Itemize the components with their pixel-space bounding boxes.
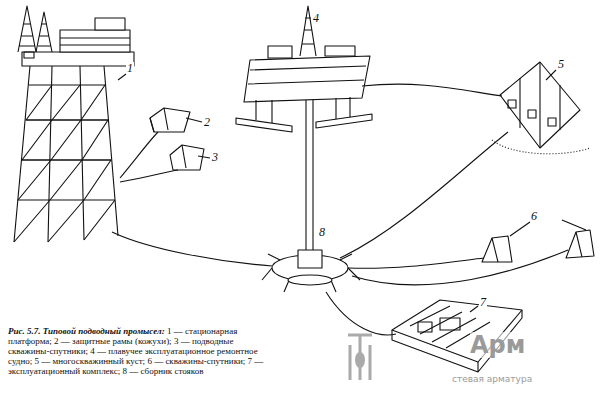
callout-number: 6 xyxy=(530,210,538,222)
key-item: 2 — защитные рамы (кожухи); xyxy=(54,336,172,346)
pipelines xyxy=(112,84,568,335)
leader-lines xyxy=(118,70,556,312)
callout-number: 7 xyxy=(479,296,487,308)
floating-vessel xyxy=(236,6,372,252)
caption-block: Рис. 5.7. Типовой подводный промысел: 1 … xyxy=(8,326,276,376)
callout-number: 1 xyxy=(126,62,134,74)
key-item: 6 — скважины-спутники; xyxy=(147,356,245,366)
callout-number: 2 xyxy=(203,116,211,128)
riser-manifold xyxy=(262,250,360,292)
callout-number: 8 xyxy=(318,226,326,238)
watermark-logo xyxy=(348,335,372,380)
watermark: стевая арматура xyxy=(452,374,532,385)
fixed-platform xyxy=(14,6,134,242)
key-item: 8 — сборник стояков xyxy=(123,366,204,376)
multiwell-cluster xyxy=(492,62,590,154)
satellite-wells xyxy=(482,220,594,262)
watermark: Арм xyxy=(470,332,525,358)
protective-frames xyxy=(150,108,204,170)
key-item: 5 — многоскважинный куст; xyxy=(34,356,145,366)
callout-number: 4 xyxy=(312,12,320,24)
callout-number: 3 xyxy=(211,151,219,163)
figure-caption: Рис. 5.7. Типовой подводный промысел: xyxy=(8,326,165,336)
callout-number: 5 xyxy=(557,58,565,70)
